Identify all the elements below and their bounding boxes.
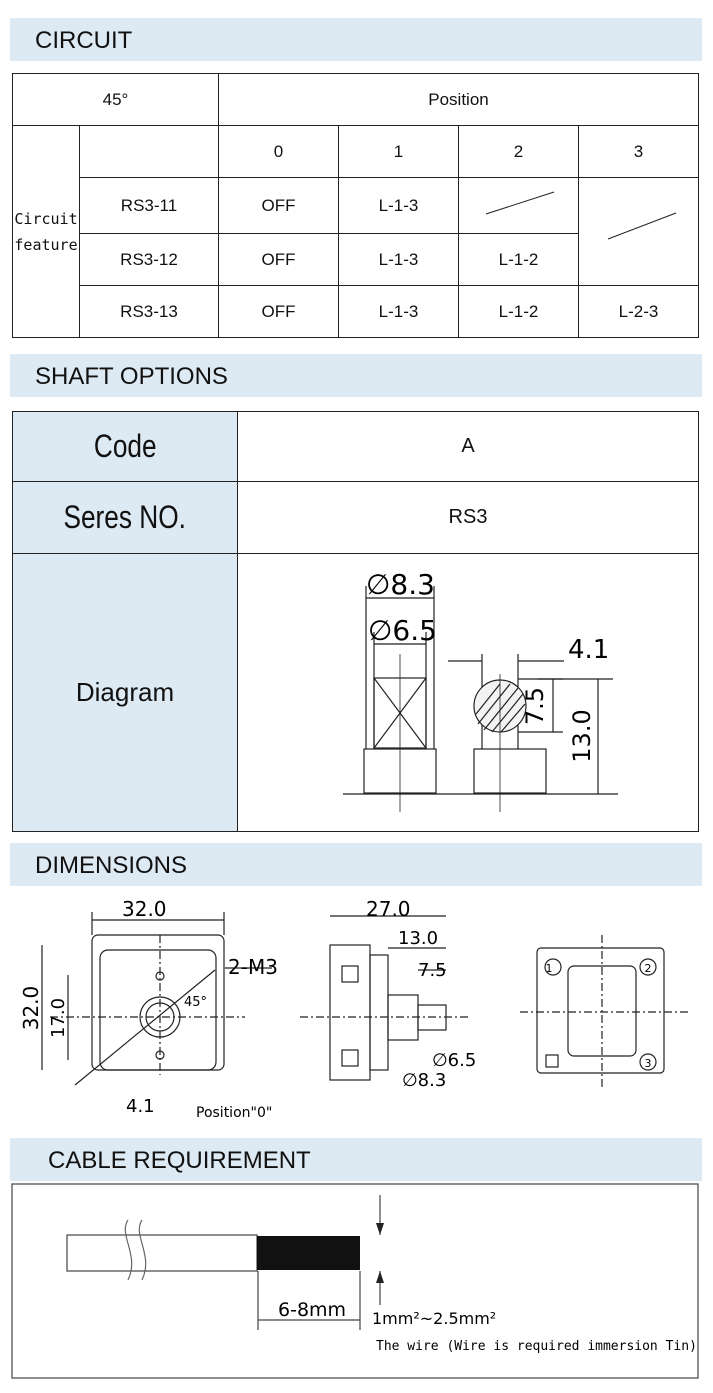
diagram-label: Diagram xyxy=(12,553,238,832)
cell-rs3-13-p3: L-2-3 xyxy=(578,285,699,338)
shaft-title: SHAFT OPTIONS xyxy=(35,363,228,390)
position-note: Position"0" xyxy=(196,1105,272,1121)
dim-angle: 45° xyxy=(184,995,207,1010)
shaft-dim-d1: ∅8.3 xyxy=(366,568,435,601)
cell-rs3-11-12-p3-none xyxy=(578,177,699,286)
cell-rs3-12-p2: L-1-2 xyxy=(458,233,579,286)
dim-height: 32.0 xyxy=(19,986,43,1031)
not-applicable-line xyxy=(607,212,676,240)
side-total: 27.0 xyxy=(366,897,411,921)
shaft-diagram-cell: ∅8.3 ∅6.5 4.1 7.5 13.0 xyxy=(237,553,699,832)
side-shaft: 7.5 xyxy=(418,960,447,981)
code-value: A xyxy=(237,411,699,482)
cell-rs3-13-p1: L-1-3 xyxy=(338,285,459,338)
empty-cell xyxy=(79,125,219,178)
code-label: Code xyxy=(12,411,238,482)
position-2: 2 xyxy=(458,125,579,178)
cell-rs3-12-p0: OFF xyxy=(218,233,339,286)
cell-rs3-13-p0: OFF xyxy=(218,285,339,338)
strip-length: 6-8mm xyxy=(278,1299,346,1321)
dimensions-banner: DIMENSIONS xyxy=(10,843,702,886)
shaft-banner: SHAFT OPTIONS xyxy=(10,354,702,397)
position-3: 3 xyxy=(578,125,699,178)
position-header: Position xyxy=(218,73,699,126)
dimensions-title: DIMENSIONS xyxy=(35,852,188,879)
dim-screws: 2-M3 xyxy=(228,955,278,979)
side-d1: ∅6.5 xyxy=(432,1050,476,1071)
conductor-section: 1mm²~2.5mm² xyxy=(372,1309,496,1328)
dim-inner: 17.0 xyxy=(48,998,69,1038)
position-0: 0 xyxy=(218,125,339,178)
shaft-dim-w: 4.1 xyxy=(568,635,609,665)
model-rs3-13: RS3-13 xyxy=(79,285,219,338)
cable-drawing: 6-8mm 1mm²~2.5mm² The wire (Wire is requ… xyxy=(11,1183,699,1379)
shaft-dim-h1: 7.5 xyxy=(521,687,549,725)
model-rs3-12: RS3-12 xyxy=(79,233,219,286)
series-value: RS3 xyxy=(237,481,699,554)
circuit-table: 45° Position Circuit feature 0 1 2 3 RS3… xyxy=(12,73,699,338)
shaft-diagram: ∅8.3 ∅6.5 4.1 7.5 13.0 xyxy=(343,568,618,812)
circuit-feature-label: Circuit feature xyxy=(12,125,80,338)
cell-rs3-13-p2: L-1-2 xyxy=(458,285,579,338)
angle-cell: 45° xyxy=(12,73,219,126)
model-rs3-11: RS3-11 xyxy=(79,177,219,234)
side-mid: 13.0 xyxy=(398,928,438,949)
cell-rs3-11-p0: OFF xyxy=(218,177,339,234)
cell-rs3-12-p1: L-1-3 xyxy=(338,233,459,286)
wire-note: The wire (Wire is required immersion Tin… xyxy=(376,1339,697,1354)
dim-offset: 4.1 xyxy=(126,1096,155,1117)
dimensions-drawing: 32.0 32.0 17.0 2-M3 45° 4.1 Position"0" … xyxy=(19,897,690,1121)
position-1: 1 xyxy=(338,125,459,178)
terminal-2: 2 xyxy=(645,962,652,975)
terminal-3: 3 xyxy=(645,1057,652,1070)
cable-title: CABLE REQUIREMENT xyxy=(48,1147,311,1174)
stripped-conductor xyxy=(257,1236,360,1270)
cable-banner: CABLE REQUIREMENT xyxy=(10,1138,702,1181)
series-label: Seres NO. xyxy=(12,481,238,554)
cell-rs3-11-p1: L-1-3 xyxy=(338,177,459,234)
shaft-dim-d2: ∅6.5 xyxy=(368,614,437,647)
circuit-banner: CIRCUIT xyxy=(10,18,702,61)
not-applicable-line xyxy=(485,191,554,215)
shaft-table: Code A Seres NO. RS3 Diagram xyxy=(12,411,699,832)
cell-rs3-11-p2-none xyxy=(458,177,579,234)
shaft-dim-h2: 13.0 xyxy=(568,709,596,762)
terminal-1: 1 xyxy=(546,962,553,975)
dim-width: 32.0 xyxy=(122,897,167,921)
side-d2: ∅8.3 xyxy=(402,1070,446,1091)
circuit-title: CIRCUIT xyxy=(35,27,133,54)
